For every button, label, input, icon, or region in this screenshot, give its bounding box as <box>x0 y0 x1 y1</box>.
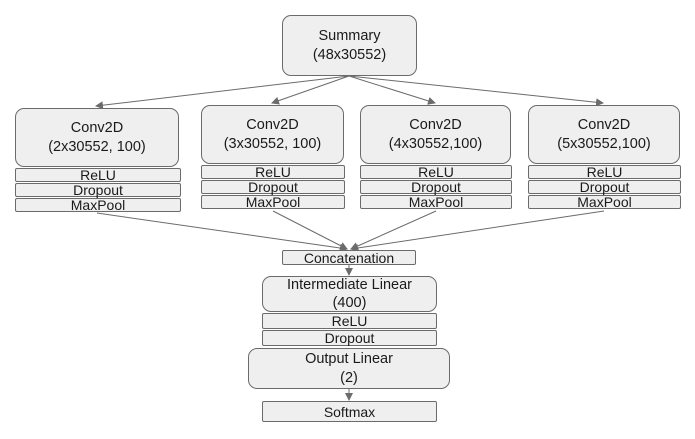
conv2d-shape: (5x30552,100) <box>557 135 651 152</box>
relu-layer-1: ReLU <box>15 168 181 182</box>
arrow-summary-to-conv2 <box>271 75 350 105</box>
conv2d-node-4: Conv2D (5x30552,100) <box>528 105 680 164</box>
conv2d-title: Conv2D <box>577 117 631 134</box>
dropout-layer-4: Dropout <box>528 180 681 194</box>
maxpool-layer-2: MaxPool <box>201 195 345 209</box>
relu-layer-2: ReLU <box>201 165 345 179</box>
conv2d-node-2: Conv2D (3x30552, 100) <box>201 105 344 164</box>
maxpool-layer-3: MaxPool <box>360 195 512 209</box>
summary-node: Summary (48x30552) <box>282 15 417 76</box>
maxpool-layer-4: MaxPool <box>528 195 681 209</box>
output-linear-node: Output Linear (2) <box>248 348 450 389</box>
dropout-layer-3: Dropout <box>360 180 512 194</box>
conv2d-title: Conv2D <box>70 120 124 137</box>
arrow-summary-to-conv3 <box>348 75 436 105</box>
relu-layer-4: ReLU <box>528 165 681 179</box>
intermediate-linear-node: Intermediate Linear (400) <box>262 276 437 312</box>
dropout-layer-intermediate: Dropout <box>262 330 437 346</box>
conv2d-title: Conv2D <box>246 117 299 134</box>
relu-layer-intermediate: ReLU <box>262 313 437 329</box>
arrow-conv2-to-concat <box>272 210 348 250</box>
intermediate-linear-size: (400) <box>332 295 367 311</box>
conv2d-node-3: Conv2D (4x30552,100) <box>360 105 511 164</box>
output-linear-title: Output Linear <box>305 351 393 368</box>
conv2d-shape: (2x30552, 100) <box>48 138 146 155</box>
arrow-summary-to-conv1 <box>95 75 350 110</box>
arrow-summary-to-conv4 <box>348 75 604 107</box>
arrow-conv4-to-concat <box>350 210 605 252</box>
relu-layer-3: ReLU <box>360 165 512 179</box>
conv2d-title: Conv2D <box>409 117 462 134</box>
dropout-layer-1: Dropout <box>15 183 181 197</box>
summary-title: Summary <box>318 28 381 45</box>
dropout-layer-2: Dropout <box>201 180 345 194</box>
output-linear-size: (2) <box>340 369 358 386</box>
conv2d-shape: (4x30552,100) <box>388 135 483 152</box>
arrow-conv1-to-concat <box>96 212 348 252</box>
conv2d-node-1: Conv2D (2x30552, 100) <box>15 108 179 167</box>
conv2d-shape: (3x30552, 100) <box>223 135 322 152</box>
arrow-conv3-to-concat <box>350 210 437 250</box>
summary-shape: (48x30552) <box>312 46 387 63</box>
softmax-node: Softmax <box>262 401 437 422</box>
intermediate-linear-title: Intermediate Linear <box>287 276 412 293</box>
maxpool-layer-1: MaxPool <box>15 198 181 212</box>
concatenation-node: Concatenation <box>282 250 416 265</box>
